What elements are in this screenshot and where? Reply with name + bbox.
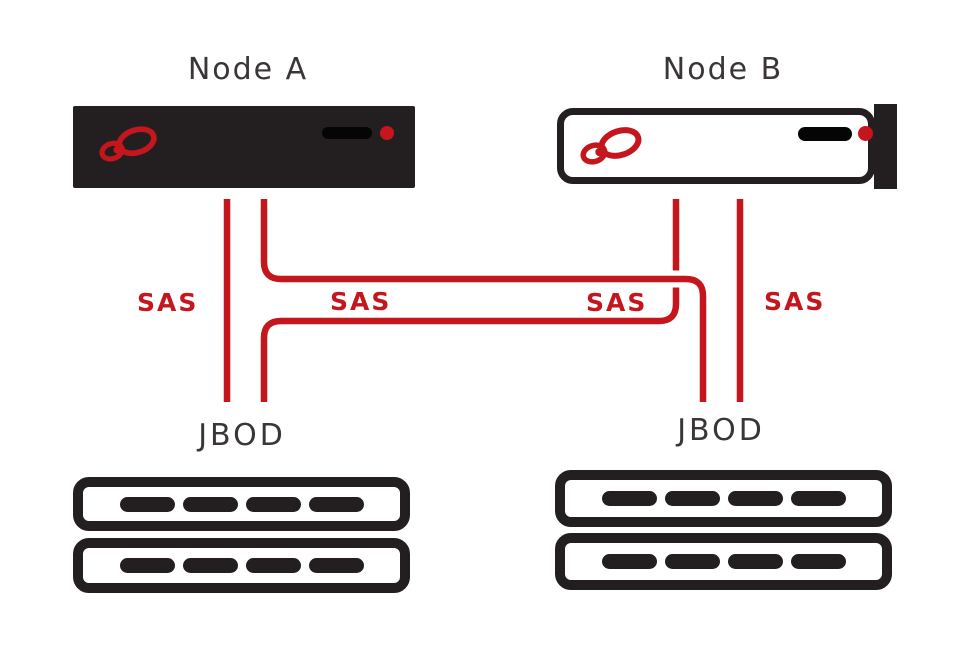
front-panel-slot: [322, 127, 372, 139]
drive-bay: [727, 491, 783, 506]
drive-bay: [790, 491, 846, 506]
red-led-dot-icon: [380, 126, 394, 140]
drive-bay: [119, 496, 175, 512]
sas-label-1: SAS: [137, 288, 199, 317]
drive-bay: [308, 496, 364, 512]
drive-bay: [727, 554, 783, 569]
drive-bay: [308, 558, 364, 573]
drive-bay: [245, 558, 301, 573]
node-b-endcap: [874, 104, 897, 189]
jbod-right-shelf-1: [555, 470, 892, 527]
drive-bay: [119, 558, 175, 573]
node-a-title: Node A: [187, 52, 309, 87]
jbod-right-label: JBOD: [677, 413, 765, 448]
infinity-swoosh-icon: [580, 127, 642, 165]
jbod-left-label: JBOD: [198, 418, 286, 453]
node-b-title: Node B: [662, 52, 784, 87]
jbod-right-shelf-2: [555, 533, 892, 590]
drive-bay: [601, 491, 657, 506]
sas-label-3: SAS: [586, 288, 648, 317]
drive-bay: [601, 554, 657, 569]
drive-bay: [245, 496, 301, 512]
sas-label-4: SAS: [764, 287, 826, 316]
drive-bay: [182, 558, 238, 573]
drive-bay: [182, 496, 238, 512]
node-a-chassis: [73, 106, 415, 188]
node-b-chassis: [557, 108, 875, 184]
drive-bay: [790, 554, 846, 569]
red-led-dot-icon: [858, 126, 873, 141]
drive-bay: [664, 491, 720, 506]
jbod-left-shelf-1: [73, 477, 410, 531]
drive-bay: [664, 554, 720, 569]
front-panel-slot: [798, 127, 852, 141]
sas-label-2: SAS: [330, 287, 392, 316]
jbod-left-shelf-2: [73, 538, 410, 593]
infinity-swoosh-icon: [99, 126, 157, 162]
